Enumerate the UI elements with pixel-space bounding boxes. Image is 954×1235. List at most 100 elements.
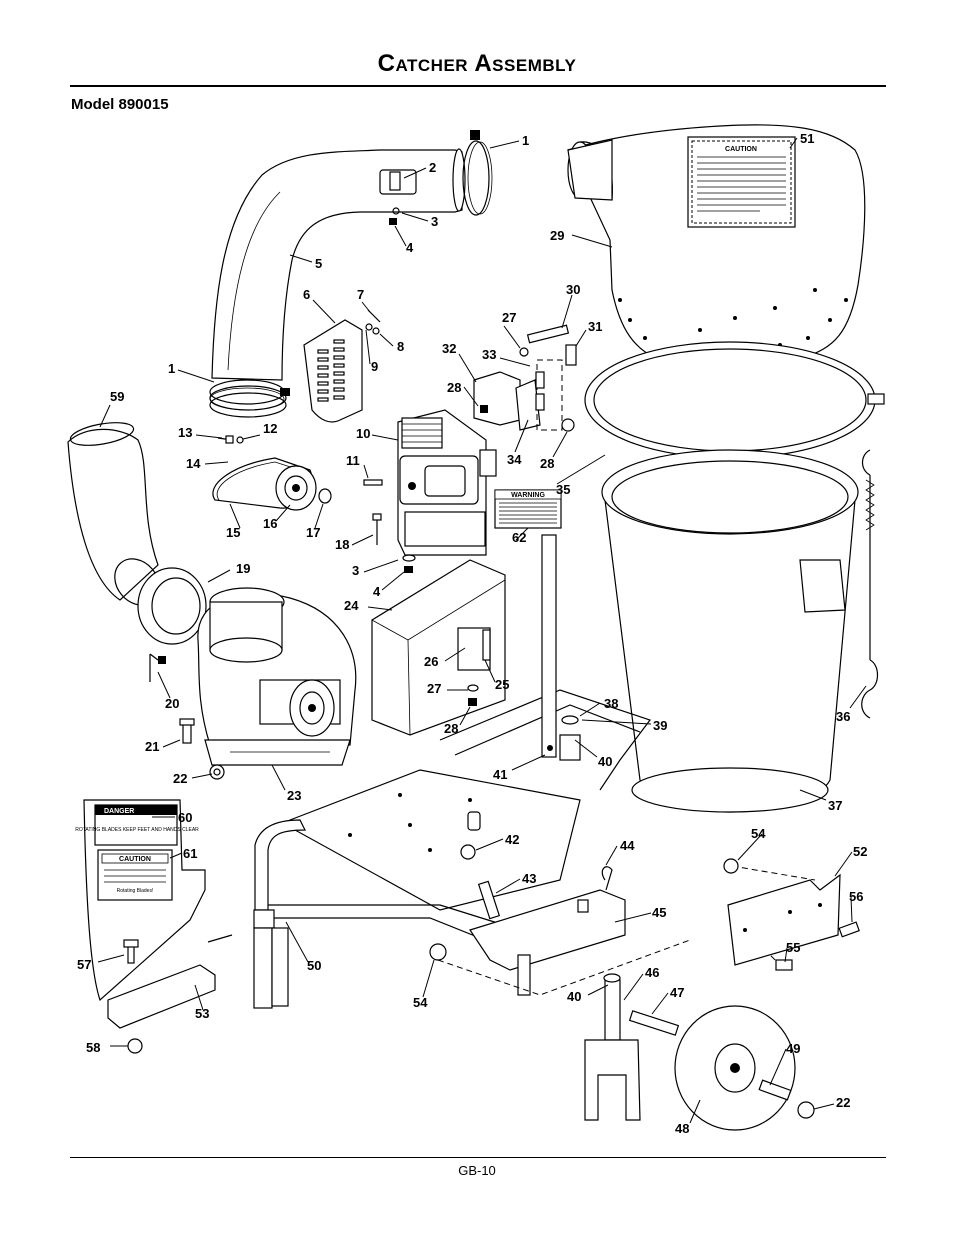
callout-52: 52 bbox=[853, 844, 867, 859]
hopper-bracket bbox=[473, 324, 577, 432]
callout-45: 45 bbox=[652, 905, 666, 920]
callout-16: 16 bbox=[263, 516, 277, 531]
callout-44: 44 bbox=[620, 838, 635, 853]
engine-mount-plate bbox=[371, 559, 506, 736]
model-number: Model 890015 bbox=[71, 96, 169, 113]
callout-29: 29 bbox=[550, 228, 564, 243]
key bbox=[363, 479, 383, 486]
callout-55: 55 bbox=[786, 940, 800, 955]
leader-lines bbox=[97, 137, 867, 1124]
callout-6: 6 bbox=[303, 287, 310, 302]
callout-53: 53 bbox=[195, 1006, 209, 1021]
callout-18: 18 bbox=[335, 537, 349, 552]
callout-3: 3 bbox=[431, 214, 438, 229]
callout-47: 47 bbox=[670, 985, 684, 1000]
caution-decal-61-footer: Rotating Blades! bbox=[117, 888, 154, 894]
callout-35: 35 bbox=[556, 482, 570, 497]
adapter-ring bbox=[137, 567, 207, 645]
mount-bracket-52 bbox=[723, 858, 860, 971]
callout-8: 8 bbox=[397, 339, 404, 354]
title-rule bbox=[70, 85, 886, 87]
discharge-elbow bbox=[67, 422, 160, 606]
callout-13: 13 bbox=[178, 425, 192, 440]
callout-49: 49 bbox=[786, 1041, 800, 1056]
callout-60: 60 bbox=[178, 810, 192, 825]
dashed-guide-2 bbox=[731, 865, 816, 881]
callout-10: 10 bbox=[356, 426, 370, 441]
catcher-bin bbox=[601, 449, 859, 813]
dashed-guide-1 bbox=[437, 939, 691, 996]
callout-28b: 28 bbox=[447, 380, 461, 395]
callout-27: 27 bbox=[427, 681, 441, 696]
hardware-2-3-4 bbox=[389, 171, 401, 225]
callout-40: 40 bbox=[598, 754, 612, 769]
callout-11: 11 bbox=[346, 453, 360, 468]
callout-32: 32 bbox=[442, 341, 456, 356]
callout-4b: 4 bbox=[373, 584, 381, 599]
callout-22b: 22 bbox=[836, 1095, 850, 1110]
callout-9: 9 bbox=[371, 359, 378, 374]
callout-56: 56 bbox=[849, 889, 863, 904]
callout-37: 37 bbox=[828, 798, 842, 813]
callout-17: 17 bbox=[306, 525, 320, 540]
callout-40b: 40 bbox=[567, 989, 581, 1004]
callout-27b: 27 bbox=[502, 310, 516, 325]
callout-5: 5 bbox=[315, 256, 322, 271]
warning-decal-title: WARNING bbox=[511, 492, 545, 499]
hopper-top: CAUTION bbox=[567, 124, 866, 370]
callout-46: 46 bbox=[645, 965, 659, 980]
callout-1b: 1 bbox=[168, 361, 175, 376]
callout-4: 4 bbox=[406, 240, 414, 255]
callout-62: 62 bbox=[512, 530, 526, 545]
callout-7: 7 bbox=[357, 287, 364, 302]
caution-decal-61-title: CAUTION bbox=[119, 856, 151, 863]
callout-43: 43 bbox=[522, 871, 536, 886]
callout-39: 39 bbox=[653, 718, 667, 733]
callout-59: 59 bbox=[110, 389, 124, 404]
callout-14: 14 bbox=[186, 456, 201, 471]
callout-19: 19 bbox=[236, 561, 250, 576]
callout-38: 38 bbox=[604, 696, 618, 711]
caution-decal-51-title: CAUTION bbox=[725, 146, 757, 153]
callout-33: 33 bbox=[482, 347, 496, 362]
callout-20: 20 bbox=[165, 696, 179, 711]
callout-42: 42 bbox=[505, 832, 519, 847]
callout-51: 51 bbox=[800, 131, 814, 146]
callout-54b: 54 bbox=[413, 995, 428, 1010]
page-title: Catcher Assembly bbox=[377, 50, 577, 77]
callout-34: 34 bbox=[507, 452, 522, 467]
danger-decal-title: DANGER bbox=[104, 808, 134, 815]
hardware-20-21-22 bbox=[149, 653, 225, 780]
safety-decals-panel: DANGER ROTATING BLADES KEEP FEET AND HAN… bbox=[75, 799, 206, 1002]
hardware-18-3-4 bbox=[372, 513, 416, 573]
engine bbox=[397, 409, 497, 556]
callout-48: 48 bbox=[675, 1121, 689, 1136]
footer-rule bbox=[70, 1157, 886, 1158]
belt-and-pulley bbox=[212, 435, 332, 511]
callout-23: 23 bbox=[287, 788, 301, 803]
callout-30: 30 bbox=[566, 282, 580, 297]
callout-25: 25 bbox=[495, 677, 509, 692]
callout-41: 41 bbox=[493, 767, 507, 782]
callout-22: 22 bbox=[173, 771, 187, 786]
discharge-tube bbox=[209, 148, 466, 411]
hose-clamp-bottom bbox=[209, 385, 290, 418]
callout-15: 15 bbox=[226, 525, 240, 540]
mount-bracket-53 bbox=[107, 934, 233, 1054]
callout-50: 50 bbox=[307, 958, 321, 973]
caster-wheel bbox=[584, 973, 815, 1131]
shield-plate bbox=[303, 319, 363, 423]
hardware-7-8-9 bbox=[365, 309, 381, 335]
callout-24: 24 bbox=[344, 598, 359, 613]
callout-54: 54 bbox=[751, 826, 766, 841]
callout-36: 36 bbox=[836, 709, 850, 724]
callout-28c: 28 bbox=[540, 456, 554, 471]
callout-57: 57 bbox=[77, 957, 91, 972]
blower-housing bbox=[197, 587, 357, 766]
callout-1: 1 bbox=[522, 133, 529, 148]
callout-28: 28 bbox=[444, 721, 458, 736]
callout-3b: 3 bbox=[352, 563, 359, 578]
page-number: GB-10 bbox=[458, 1163, 496, 1178]
callout-2: 2 bbox=[429, 160, 436, 175]
